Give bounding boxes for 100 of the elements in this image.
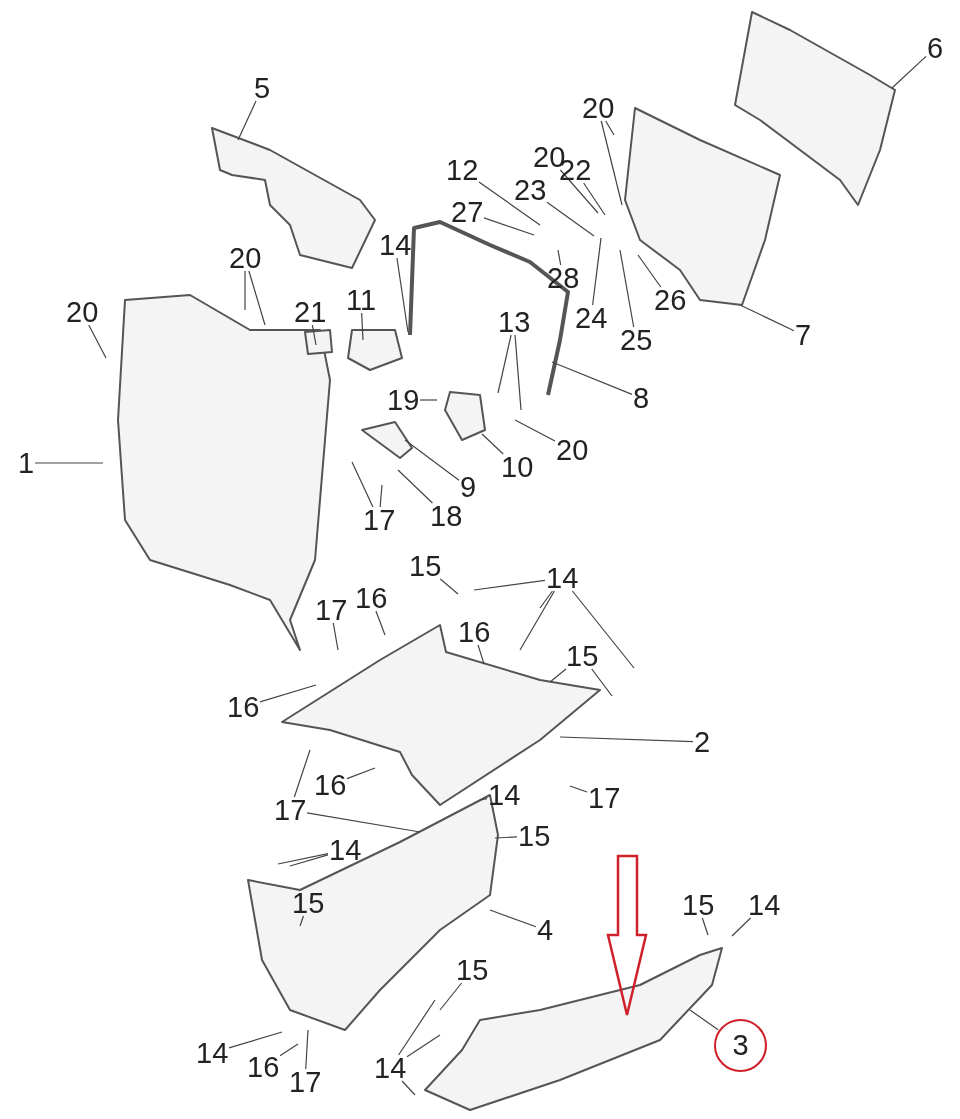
callout-number: 21 <box>294 296 327 328</box>
callout-number: 15 <box>518 820 551 852</box>
callout-number: 4 <box>537 914 554 946</box>
leader-line <box>591 668 613 697</box>
callout-number: 14 <box>374 1052 407 1084</box>
callout-number: 25 <box>620 324 653 356</box>
leader-line <box>739 304 795 332</box>
callout-number: 18 <box>430 500 463 532</box>
leader-line <box>546 201 595 237</box>
leader-line <box>306 812 421 833</box>
leader-line <box>600 120 623 206</box>
callout-number: 23 <box>514 174 547 206</box>
callout-number: 28 <box>547 262 580 294</box>
leader-line <box>479 797 488 801</box>
leader-line <box>549 668 567 683</box>
leader-line <box>248 270 266 326</box>
callout-number: 14 <box>329 834 362 866</box>
leader-line <box>494 836 518 839</box>
leader-line <box>404 439 460 481</box>
leader-line <box>473 579 546 591</box>
leader-line <box>88 324 107 359</box>
callout-number: 16 <box>227 691 260 723</box>
callout-number: 2 <box>694 726 711 758</box>
callout-number: 3 <box>714 1019 767 1072</box>
leader-line <box>497 334 512 394</box>
leader-line <box>293 749 311 798</box>
leader-line <box>279 1043 299 1057</box>
leader-line <box>605 120 615 136</box>
callout-number: 14 <box>379 229 412 261</box>
callout-number: 16 <box>247 1051 280 1083</box>
leader-line <box>701 917 709 936</box>
leader-line <box>489 909 537 928</box>
leader-line <box>259 684 317 703</box>
leader-line <box>396 257 409 333</box>
callout-number: 15 <box>409 550 442 582</box>
callout-number: 26 <box>654 284 687 316</box>
leader-line <box>299 915 305 927</box>
leader-line <box>592 237 602 306</box>
callout-number: 6 <box>927 32 944 64</box>
leader-line <box>406 1034 441 1058</box>
callout-number: 20 <box>582 92 615 124</box>
callout-number: 17 <box>289 1066 322 1098</box>
callout-number: 14 <box>748 889 781 921</box>
callout-number: 9 <box>460 471 477 503</box>
callout-number: 14 <box>546 562 579 594</box>
leader-line <box>559 169 599 214</box>
callout-number: 20 <box>556 434 589 466</box>
callout-number: 1 <box>18 447 35 479</box>
leader-line <box>419 399 438 401</box>
callout-number: 16 <box>355 582 388 614</box>
callout-number: 15 <box>682 889 715 921</box>
leader-line <box>483 217 535 236</box>
callout-number: 12 <box>446 154 479 186</box>
callout-number: 5 <box>254 72 271 104</box>
leader-line <box>439 982 463 1011</box>
leader-line <box>439 578 459 595</box>
callout-number: 15 <box>456 954 489 986</box>
callout-number: 16 <box>314 769 347 801</box>
leader-line <box>244 270 246 311</box>
callout-number: 20 <box>66 296 99 328</box>
leader-line <box>228 1031 283 1049</box>
leader-line <box>311 324 317 346</box>
leader-line <box>237 100 257 141</box>
leader-line <box>277 852 329 865</box>
leader-line <box>519 590 555 651</box>
callout-number: 20 <box>229 242 262 274</box>
callout-number: 17 <box>363 504 396 536</box>
leader-line <box>731 917 752 937</box>
callout-number: 13 <box>498 306 531 338</box>
callout-number: 8 <box>633 382 650 414</box>
callout-number: 10 <box>501 451 534 483</box>
leader-line <box>551 361 633 395</box>
leader-line <box>401 1080 416 1096</box>
leader-line <box>398 999 436 1056</box>
leader-line <box>351 461 374 508</box>
callout-number: 15 <box>292 887 325 919</box>
leader-line <box>583 182 606 216</box>
leader-line <box>361 312 364 341</box>
leader-line <box>569 785 588 793</box>
callout-number: 27 <box>451 196 484 228</box>
callout-number: 14 <box>196 1037 229 1069</box>
callout-number: 15 <box>566 640 599 672</box>
leader-line <box>397 469 434 504</box>
leader-line <box>379 484 383 508</box>
leader-line <box>637 254 662 288</box>
leader-line <box>289 854 329 867</box>
leader-line <box>478 181 541 226</box>
callout-number: 17 <box>315 594 348 626</box>
callout-number: 14 <box>488 779 521 811</box>
callout-number: 16 <box>458 616 491 648</box>
callout-number: 17 <box>588 782 621 814</box>
leader-line <box>332 622 339 651</box>
leader-line <box>514 334 522 411</box>
leader-line <box>689 1009 719 1031</box>
leader-line <box>514 419 556 442</box>
callout-number: 19 <box>387 384 420 416</box>
callout-number: 24 <box>575 302 608 334</box>
leader-line <box>34 462 104 464</box>
leader-line <box>346 767 376 780</box>
leader-line <box>477 644 485 665</box>
